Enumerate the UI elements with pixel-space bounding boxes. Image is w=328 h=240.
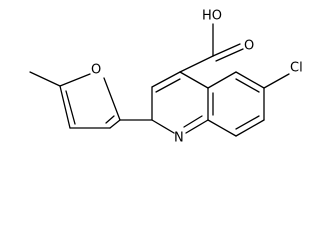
bond-furan-c3-c2 bbox=[109, 119, 121, 129]
chlorine-label: Cl bbox=[290, 61, 303, 76]
bond-c-o-2 bbox=[215, 48, 244, 62]
bond-furan-c5-c4-inner bbox=[65, 90, 76, 125]
bond-n-c2 bbox=[151, 119, 175, 134]
bond-c7-c8 bbox=[235, 119, 265, 137]
bond-c6-cl bbox=[263, 73, 290, 89]
bond-furan-c5-c4 bbox=[59, 85, 71, 129]
furan-oxygen-label: O bbox=[91, 63, 101, 78]
bond-c8a-n-inner bbox=[183, 115, 203, 128]
bond-c7-c8-inner bbox=[235, 115, 260, 130]
ring-nitrogen-label: N bbox=[174, 131, 184, 146]
structure-svg: HO O O N Cl bbox=[29, 9, 303, 146]
bond-c5-c6 bbox=[235, 71, 265, 89]
bond-c3-c4-inner bbox=[155, 78, 181, 93]
molecule-diagram: HO O O N Cl bbox=[29, 9, 303, 146]
bond-furan-c2-o bbox=[103, 77, 121, 121]
bond-c-o-1 bbox=[212, 43, 241, 57]
bond-c8a-n bbox=[185, 119, 209, 134]
bonds bbox=[29, 23, 290, 137]
bond-furan-c3-c2-inner bbox=[105, 115, 115, 124]
bond-methyl bbox=[29, 71, 61, 87]
atom-labels: HO O O N Cl bbox=[91, 9, 303, 146]
bond-c5-c6-inner bbox=[235, 78, 260, 93]
bond-c3-c4 bbox=[151, 71, 181, 88]
hydroxyl-label: HO bbox=[202, 9, 222, 24]
bond-furan-o-c5 bbox=[59, 73, 91, 87]
carbonyl-oxygen-label: O bbox=[244, 39, 254, 54]
bond-c4a-c5 bbox=[207, 71, 237, 89]
bond-c4-cooh bbox=[179, 55, 214, 73]
bond-c8-c8a bbox=[207, 119, 237, 137]
bond-c4-c4a bbox=[179, 71, 209, 89]
